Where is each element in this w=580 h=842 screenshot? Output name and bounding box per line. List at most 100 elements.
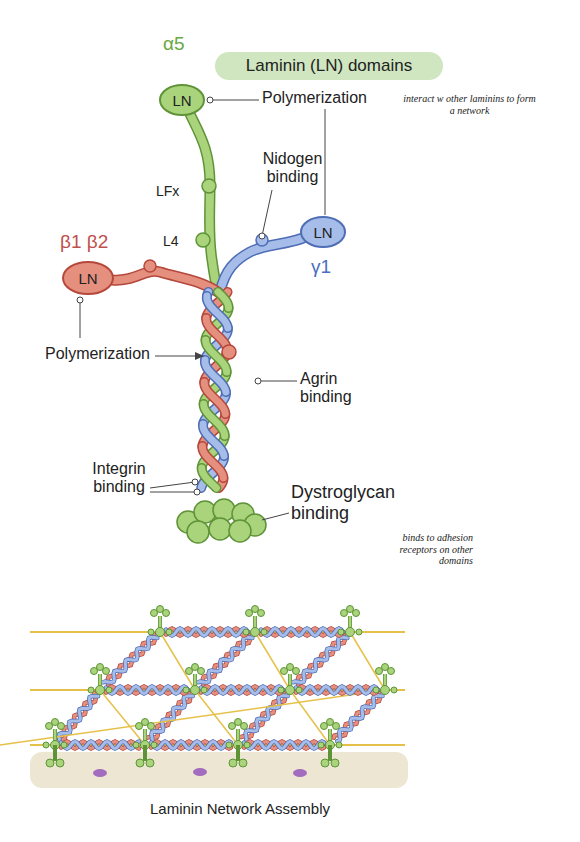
coil-outline: [166, 629, 248, 636]
coil-strand: [151, 696, 192, 743]
globular-domain: [136, 759, 144, 767]
coil-strand: [293, 637, 347, 682]
coil-strand: [166, 629, 248, 636]
coil-outline: [205, 360, 226, 392]
network-fiber: [0, 690, 385, 745]
chain-outline: [112, 271, 218, 292]
coil-strand: [246, 696, 288, 742]
globular-domain: [321, 759, 329, 767]
chain-arm: [112, 271, 218, 292]
domain-callout: Agrin binding: [300, 370, 375, 407]
globular-domain: [148, 723, 155, 730]
globular-domain: [296, 687, 302, 693]
coil-strand: [337, 695, 382, 741]
domain-name: L4: [163, 233, 193, 249]
network-illustration: [0, 606, 408, 789]
coil-outline: [207, 296, 228, 328]
globular-domain: [88, 687, 94, 693]
globular-domain: [146, 759, 154, 767]
coil-strand: [261, 629, 343, 636]
globular-domain: [331, 759, 339, 767]
globular-domain: [163, 610, 170, 617]
coiled-coil: [202, 468, 217, 488]
globular-domain: [156, 628, 165, 637]
leader-dot: [255, 378, 261, 384]
globular-domain: [183, 687, 189, 693]
leader-line: [80, 300, 81, 338]
globular-domain: [198, 668, 205, 675]
globular-domain: [293, 668, 300, 675]
globular-domain: [56, 759, 64, 767]
globular-domain: [96, 686, 105, 695]
coil-outline: [244, 742, 324, 749]
coil-outline: [202, 468, 217, 488]
coil-outline: [337, 695, 382, 741]
coil-outline: [61, 742, 139, 749]
globular-domain: [244, 742, 250, 748]
globular-domain: [103, 668, 110, 675]
ln-domain: LN: [300, 216, 346, 248]
ln-domain: LN: [62, 261, 114, 295]
globular-domain: [61, 742, 67, 748]
coil-knob: [222, 345, 236, 359]
laminin-stem: [53, 745, 57, 761]
globular-domain: [373, 687, 379, 693]
chain-name: α5: [163, 33, 203, 55]
globular-domain: [160, 85, 204, 115]
coil-outline: [106, 687, 188, 694]
leader-dot: [207, 97, 213, 103]
lg-domain: [187, 521, 209, 543]
globular-domain: [286, 686, 295, 695]
globular-domain: [43, 742, 49, 748]
coil-outline: [244, 742, 324, 749]
coil-outline: [166, 629, 248, 636]
globular-domain: [46, 759, 54, 767]
globular-domain: [356, 629, 362, 635]
coil-strand: [61, 742, 139, 749]
globular-domain: [166, 629, 172, 635]
domain-callout: Integrin binding: [80, 460, 158, 497]
leader-line: [258, 381, 297, 382]
handwritten-note: binds to adhesion receptors on other dom…: [368, 532, 473, 567]
coil-strand: [201, 687, 283, 694]
coil-outline: [151, 742, 231, 749]
chain-outline: [190, 114, 218, 292]
leader-dot: [192, 479, 198, 485]
leader-dot: [77, 297, 83, 303]
coil-strand: [296, 687, 378, 694]
receptor-dot: [93, 769, 107, 777]
network-fiber: [195, 690, 238, 745]
coil-strand: [166, 629, 248, 636]
coil-outline: [201, 687, 283, 694]
coil-outline: [151, 742, 231, 749]
coil-strand: [59, 696, 98, 739]
chain-name: γ1: [311, 256, 351, 278]
coil-strand: [201, 687, 283, 694]
network-fiber: [255, 632, 290, 690]
globular-domain: [346, 628, 355, 637]
coiled-coil: [207, 296, 228, 328]
network-fiber: [100, 690, 145, 745]
coil-outline: [151, 696, 192, 743]
laminin-stem: [328, 745, 332, 761]
globular-domain: [318, 742, 324, 748]
arrow-head: [195, 352, 204, 360]
laminin-stem: [236, 745, 240, 761]
coil-outline: [203, 424, 224, 456]
chain-arm: [190, 114, 218, 292]
coiled-coil: [218, 292, 229, 308]
lg-domain: [229, 520, 251, 542]
coiled-coil: [205, 360, 226, 392]
coil-strand: [296, 687, 378, 694]
globular-domain: [251, 628, 260, 637]
globular-domain: [226, 742, 232, 748]
coil-strand: [103, 637, 157, 682]
domain-callout: Polymerization: [45, 345, 175, 363]
coil-outline: [59, 696, 98, 739]
coil-outline: [106, 687, 188, 694]
globular-domain: [106, 687, 112, 693]
network-fiber: [350, 632, 385, 690]
coil-strand: [106, 687, 188, 694]
globular-domain: [63, 262, 113, 294]
